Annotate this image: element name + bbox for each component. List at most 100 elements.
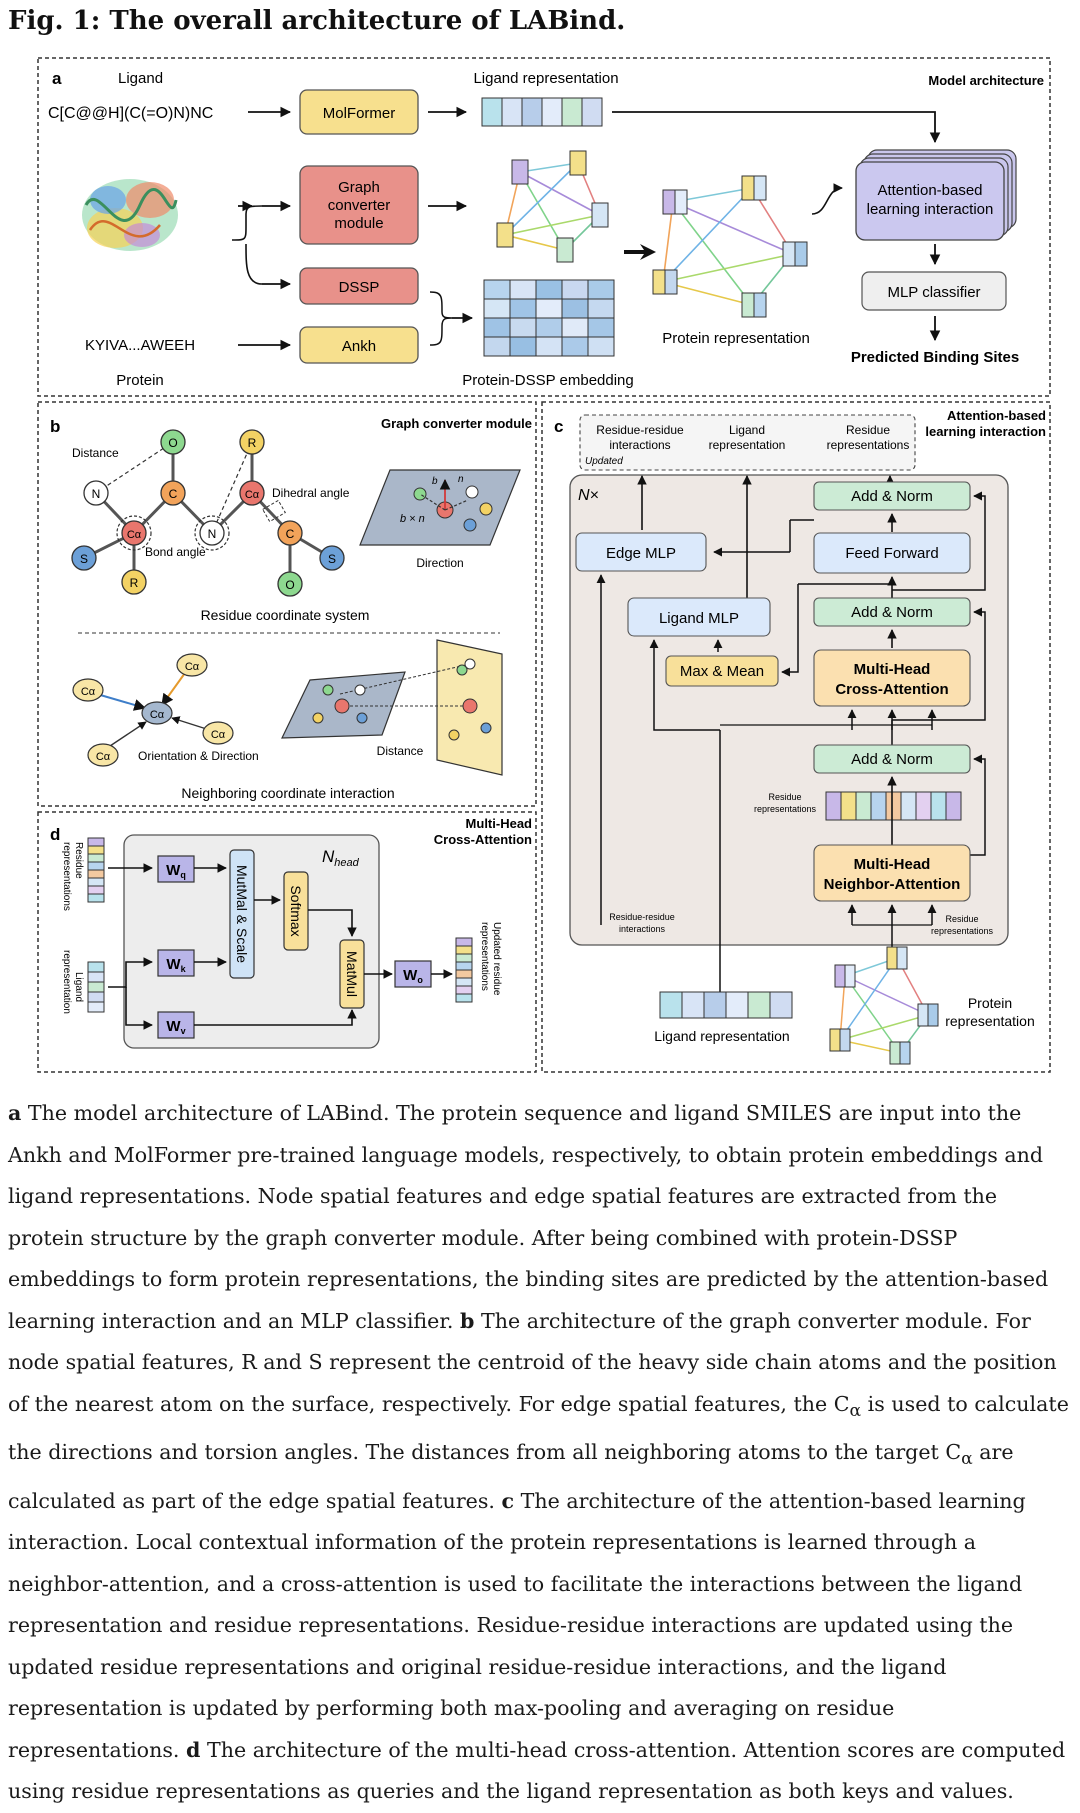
neighbor-attention-2: Neighbor-Attention: [824, 876, 961, 893]
protein-dssp-label: Protein-DSSP embedding: [462, 372, 634, 389]
panel-d-title-2: Cross-Attention: [434, 832, 532, 847]
caption-a-text: The model architecture of LABind. The pr…: [8, 1101, 1049, 1333]
neighbor-attention-1: Multi-Head: [854, 856, 931, 873]
ligand-mlp-box: [627, 597, 771, 637]
attention-box-line1: Attention-based: [877, 182, 982, 199]
updated-label: Updated: [585, 456, 623, 467]
atom-ca-1: Cα: [245, 489, 260, 501]
dihedral-angle-label: Dihedral angle: [272, 486, 350, 500]
wv-label: Wv: [166, 1018, 185, 1036]
add-norm-1: [813, 744, 971, 774]
edge-mlp-box: [575, 532, 707, 572]
wq-box: [157, 855, 195, 883]
matmul-scale-label: MutMal & Scale: [234, 865, 250, 963]
residue-reps-mid-vector: [825, 791, 962, 821]
atom-n-2: N: [208, 527, 217, 541]
wo-box: [394, 960, 432, 988]
cross-attention-2: Cross-Attention: [835, 681, 948, 698]
ankh-label: Ankh: [342, 338, 376, 355]
ligand-mlp-label: Ligand MLP: [659, 610, 739, 627]
protein-representation-label: Protein representation: [662, 330, 810, 347]
nhead-label: Nhead: [322, 847, 360, 869]
direction-label: Direction: [416, 556, 463, 570]
caption-alpha-1: α: [849, 1400, 862, 1421]
softmax-label: Softmax: [288, 885, 304, 936]
ligand-heading: Ligand: [118, 70, 163, 87]
feed-forward-label: Feed Forward: [845, 545, 938, 562]
caption-d-label: d: [186, 1737, 201, 1762]
bond-angle-label: Bond angle: [145, 545, 206, 559]
caption-b-text-3: are calculated as part of the edge spati…: [8, 1440, 1014, 1513]
add-norm-3-label: Add & Norm: [851, 488, 933, 505]
panel-d-title-1: Multi-Head: [466, 816, 533, 831]
architecture-figure: a Model architecture Ligand C[C@@H](C(=O…: [37, 57, 1051, 1073]
ligand-representation-label: Ligand representation: [473, 70, 618, 87]
panel-b-letter: b: [50, 417, 60, 436]
mlp-classifier-box: [861, 271, 1007, 311]
add-norm-2: [813, 597, 971, 627]
caption-b-text-2: is used to calculate the directions and …: [8, 1391, 1069, 1465]
wo-label: Wo: [403, 967, 423, 985]
cross-attention-box: [813, 649, 971, 707]
molformer-box: [299, 89, 419, 135]
ligand-vector: [481, 97, 603, 127]
out-rri-2: interactions: [609, 438, 670, 452]
residue-reps-mid-1: Residue: [768, 792, 801, 802]
graph-converter-box: [299, 165, 419, 245]
orientation-label: Orientation & Direction: [138, 749, 259, 763]
atom-o-2: O: [285, 578, 294, 592]
caption-d-text: The architecture of the multi-head cross…: [8, 1737, 1066, 1804]
dssp-label: DSSP: [339, 279, 380, 296]
nx-label: N×: [578, 487, 599, 504]
updated-residue-vector: [455, 937, 473, 1003]
caption-c-text: The architecture of the attention-based …: [8, 1488, 1026, 1762]
out-residue-2: representations: [827, 438, 910, 452]
caption-b-label: b: [460, 1308, 475, 1333]
atom-ca-2: Cα: [127, 529, 142, 541]
figure-title: Fig. 1: The overall architecture of LABi…: [8, 6, 626, 36]
vec-b-label: b: [432, 476, 438, 487]
encoder-block: [569, 474, 1009, 946]
neighbor-atoms: Cα Cα Cα Cα Cα: [72, 653, 234, 767]
protein-representation-graph: [652, 175, 808, 318]
attention-stack: [855, 149, 1017, 241]
vec-n-label: n: [458, 474, 464, 485]
matmul-scale-box: [229, 849, 255, 979]
ligand-rep-in-label: Ligand representation: [654, 1028, 789, 1044]
max-mean-box: [665, 655, 779, 687]
atom-n-1: N: [92, 487, 101, 501]
max-mean-label: Max & Mean: [680, 663, 764, 680]
spatial-graph: [496, 150, 609, 263]
rri-in-2: interactions: [619, 924, 666, 934]
panel-a-letter: a: [52, 69, 62, 88]
panel-b: b Graph converter module Distance O R: [37, 401, 537, 807]
protein-label: Protein: [116, 372, 164, 389]
caption-c-label: c: [501, 1488, 515, 1513]
mlp-classifier-label: MLP classifier: [887, 284, 980, 301]
out-rri-1: Residue-residue: [596, 423, 684, 437]
residue-reps-d-1: Residue: [73, 842, 84, 879]
out-residue-1: Residue: [846, 423, 890, 437]
panel-c: c Attention-based learning interaction R…: [541, 401, 1051, 1073]
protein-structure-image: [82, 179, 178, 251]
residue-in-1: Residue: [945, 914, 978, 924]
edge-mlp-label: Edge MLP: [606, 545, 676, 562]
residue-chain: O R N C Cα Cα N C S R S O: [71, 429, 345, 597]
protein-dssp-grid: [483, 279, 615, 357]
distance-label: Distance: [72, 446, 119, 460]
wv-box: [157, 1011, 195, 1039]
out-ligand-1: Ligand: [729, 423, 765, 437]
updated-residue-2: representations: [479, 922, 490, 991]
wk-label: Wk: [166, 956, 186, 974]
softmax-box: [283, 871, 309, 951]
dssp-box: [299, 267, 419, 305]
atom-c-2: C: [286, 527, 295, 541]
ca-target: Cα: [150, 709, 165, 721]
smiles-string: C[C@@H](C(=O)N)NC: [48, 105, 213, 122]
add-norm-1-label: Add & Norm: [851, 751, 933, 768]
ligand-vector-d: [87, 961, 105, 1013]
feed-forward-box: [813, 532, 971, 574]
graph-converter-line1: Graph: [338, 179, 380, 196]
ca-neighbor-1: Cα: [185, 661, 200, 673]
updated-residue-1: Updated residue: [491, 922, 502, 996]
